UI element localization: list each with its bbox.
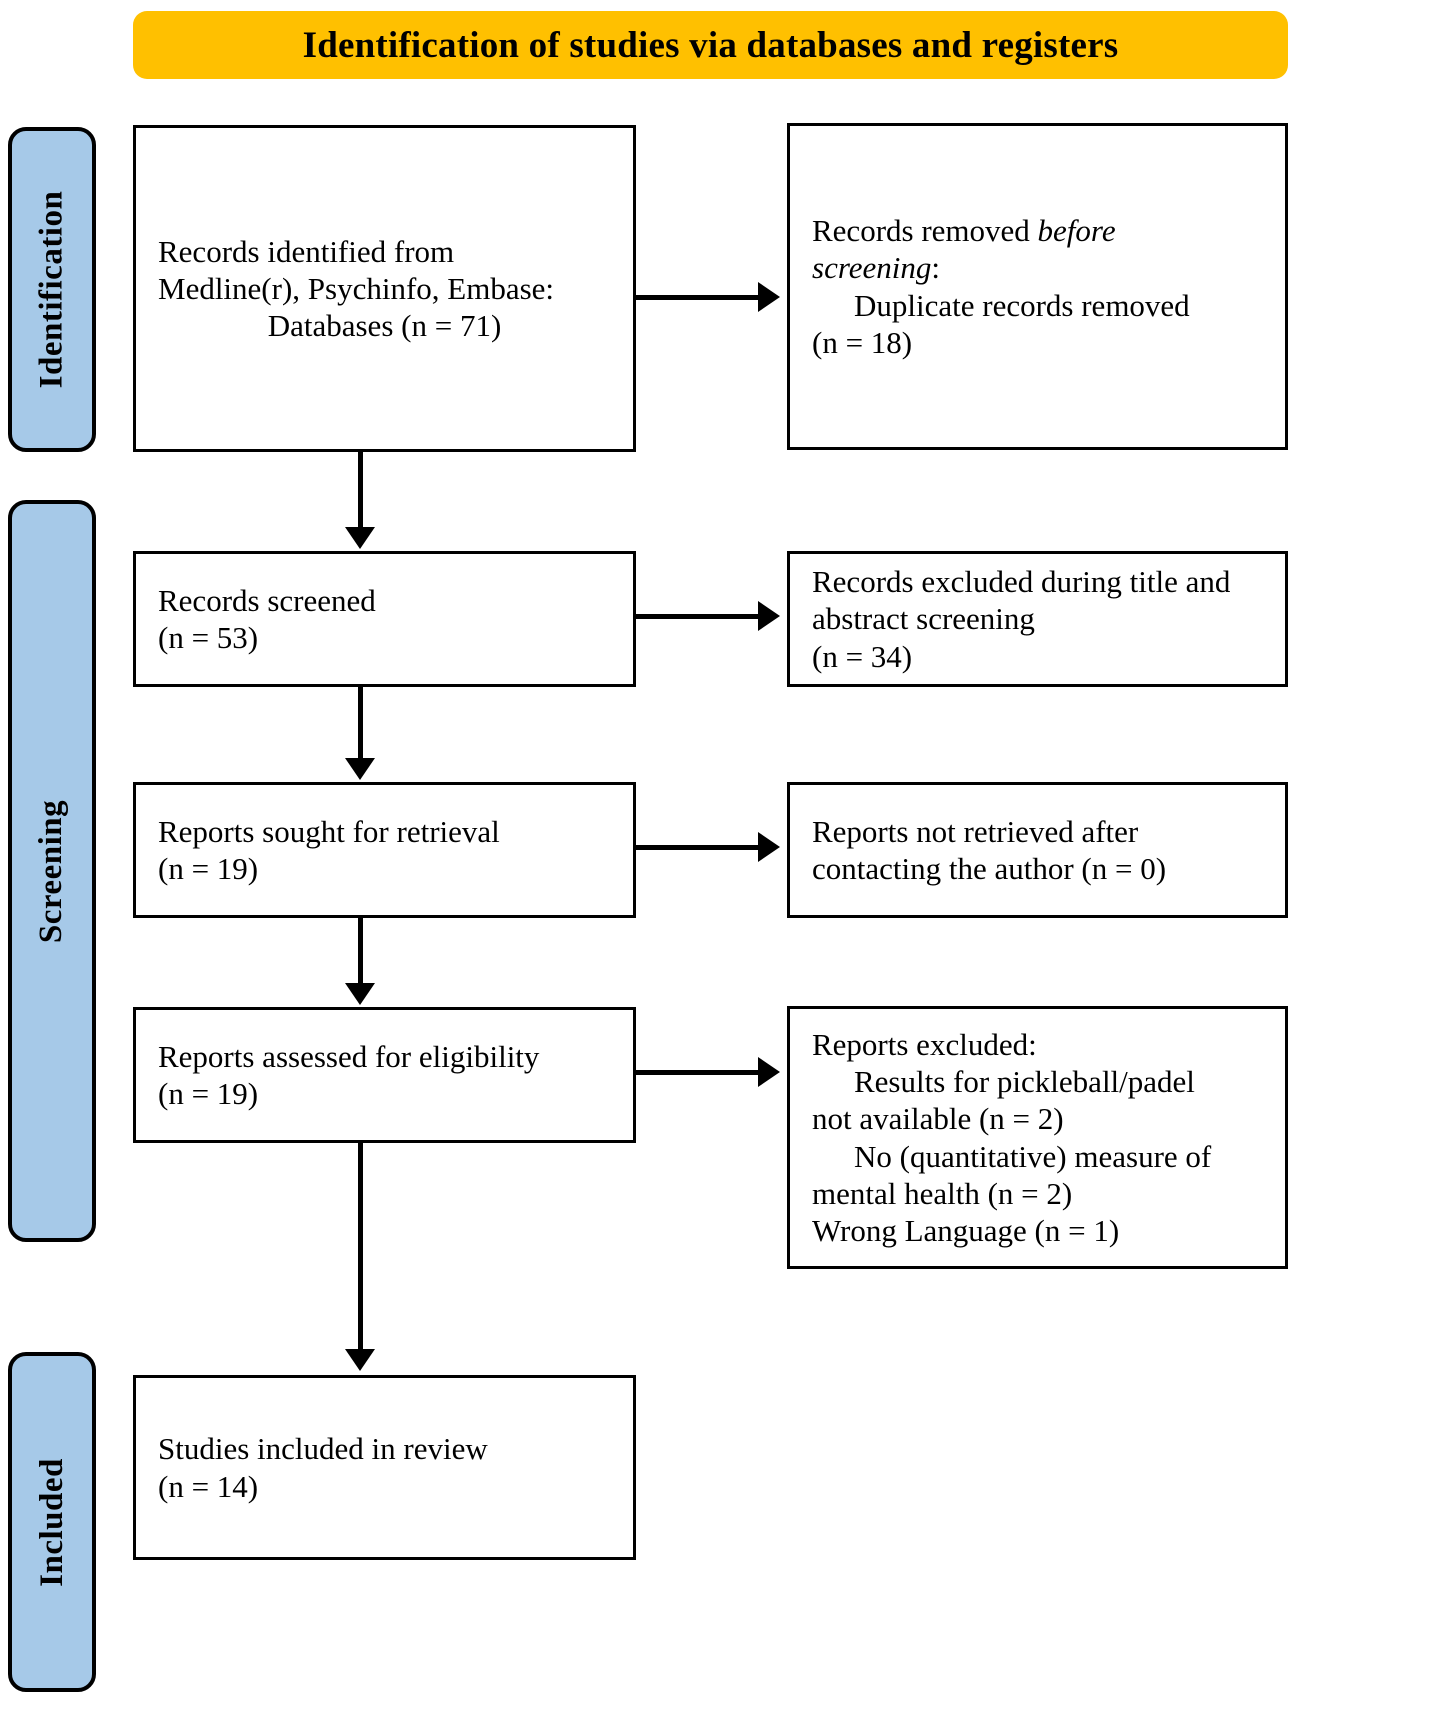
connector-line-screened-to-excluded xyxy=(636,614,760,619)
reports-assessed-line1: Reports assessed for eligibility xyxy=(158,1038,540,1074)
arrow-down-icon-to-screened xyxy=(345,527,375,549)
stage-label-included: Included xyxy=(8,1352,96,1692)
stage-label-included-text: Included xyxy=(33,1457,70,1587)
studies-included-line1: Studies included in review xyxy=(158,1431,488,1467)
reports-sought-line2: (n = 19) xyxy=(158,851,259,886)
records-removed-colon: : xyxy=(931,250,940,286)
box-reports-excluded: Reports excluded: Results for pickleball… xyxy=(787,1006,1288,1269)
reports-excluded-reason1-line2: not available (n = 2) xyxy=(812,1101,1064,1137)
connector-line-sought-to-assessed xyxy=(358,918,363,985)
reports-excluded-heading: Reports excluded: xyxy=(812,1026,1037,1062)
box-records-excluded-title-abstract: Records excluded during title and abstra… xyxy=(787,551,1288,687)
box-records-identified: Records identified from Medline(r), Psyc… xyxy=(133,125,636,452)
records-removed-line3: Duplicate records removed xyxy=(854,287,1190,323)
connector-line-sought-to-not-retrieved xyxy=(636,845,760,850)
stage-label-identification: Identification xyxy=(8,127,96,452)
records-screened-line1: Records screened xyxy=(158,582,376,618)
header-banner: Identification of studies via databases … xyxy=(133,11,1288,79)
reports-excluded-reason3: Wrong Language (n = 1) xyxy=(812,1212,1120,1248)
records-removed-screening-italic: screening xyxy=(812,250,932,286)
records-excluded-line3: (n = 34) xyxy=(812,638,913,674)
reports-not-retrieved-line2: contacting the author (n = 0) xyxy=(812,851,1167,886)
reports-excluded-reason1-line1: Results for pickleball/padel xyxy=(854,1064,1195,1100)
arrow-right-icon-to-excluded-reports xyxy=(758,1057,780,1087)
stage-label-screening-text: Screening xyxy=(33,799,70,943)
records-excluded-line1: Records excluded during title and xyxy=(812,564,1231,600)
records-identified-line1: Records identified from xyxy=(158,233,455,269)
reports-sought-line1: Reports sought for retrieval xyxy=(158,813,500,849)
stage-label-identification-text: Identification xyxy=(33,190,70,389)
records-removed-line1: Records removed before xyxy=(812,212,1263,249)
arrow-down-icon-to-assessed xyxy=(345,983,375,1005)
records-identified-line2: Medline(r), Psychinfo, Embase: xyxy=(158,270,555,306)
studies-included-line2: (n = 14) xyxy=(158,1468,259,1504)
connector-line-screened-to-sought xyxy=(358,687,363,760)
reports-excluded-reason2-line2: mental health (n = 2) xyxy=(812,1175,1073,1211)
records-removed-line1-text: Records removed xyxy=(812,213,1038,249)
reports-assessed-line2: (n = 19) xyxy=(158,1076,259,1111)
box-records-screened: Records screened (n = 53) xyxy=(133,551,636,687)
records-removed-before-italic: before xyxy=(1037,213,1116,249)
box-reports-not-retrieved: Reports not retrieved after contacting t… xyxy=(787,782,1288,918)
records-removed-line4: (n = 18) xyxy=(812,324,913,360)
records-screened-line2: (n = 53) xyxy=(158,620,259,655)
reports-excluded-reason2-line1: No (quantitative) measure of xyxy=(854,1138,1212,1174)
box-reports-assessed: Reports assessed for eligibility (n = 19… xyxy=(133,1007,636,1143)
connector-line-identified-to-screened xyxy=(358,452,363,529)
connector-line-assessed-to-included xyxy=(358,1143,363,1351)
arrow-down-icon-to-included xyxy=(345,1349,375,1371)
records-removed-line2: screening: xyxy=(812,249,1263,286)
box-reports-sought: Reports sought for retrieval (n = 19) xyxy=(133,782,636,918)
box-studies-included: Studies included in review (n = 14) xyxy=(133,1375,636,1560)
page-title: Identification of studies via databases … xyxy=(302,24,1119,66)
stage-label-screening: Screening xyxy=(8,500,96,1242)
arrow-right-icon-to-not-retrieved xyxy=(758,832,780,862)
connector-line-identified-to-removed xyxy=(636,295,760,300)
arrow-right-icon-to-removed xyxy=(758,282,780,312)
records-identified-line3: Databases (n = 71) xyxy=(267,308,502,344)
arrow-down-icon-to-sought xyxy=(345,758,375,780)
arrow-right-icon-to-excluded xyxy=(758,601,780,631)
box-records-removed: Records removed before screening: Duplic… xyxy=(787,123,1288,450)
connector-line-assessed-to-excluded-reports xyxy=(636,1070,760,1075)
records-excluded-line2: abstract screening xyxy=(812,601,1035,637)
reports-not-retrieved-line1: Reports not retrieved after xyxy=(812,813,1139,849)
